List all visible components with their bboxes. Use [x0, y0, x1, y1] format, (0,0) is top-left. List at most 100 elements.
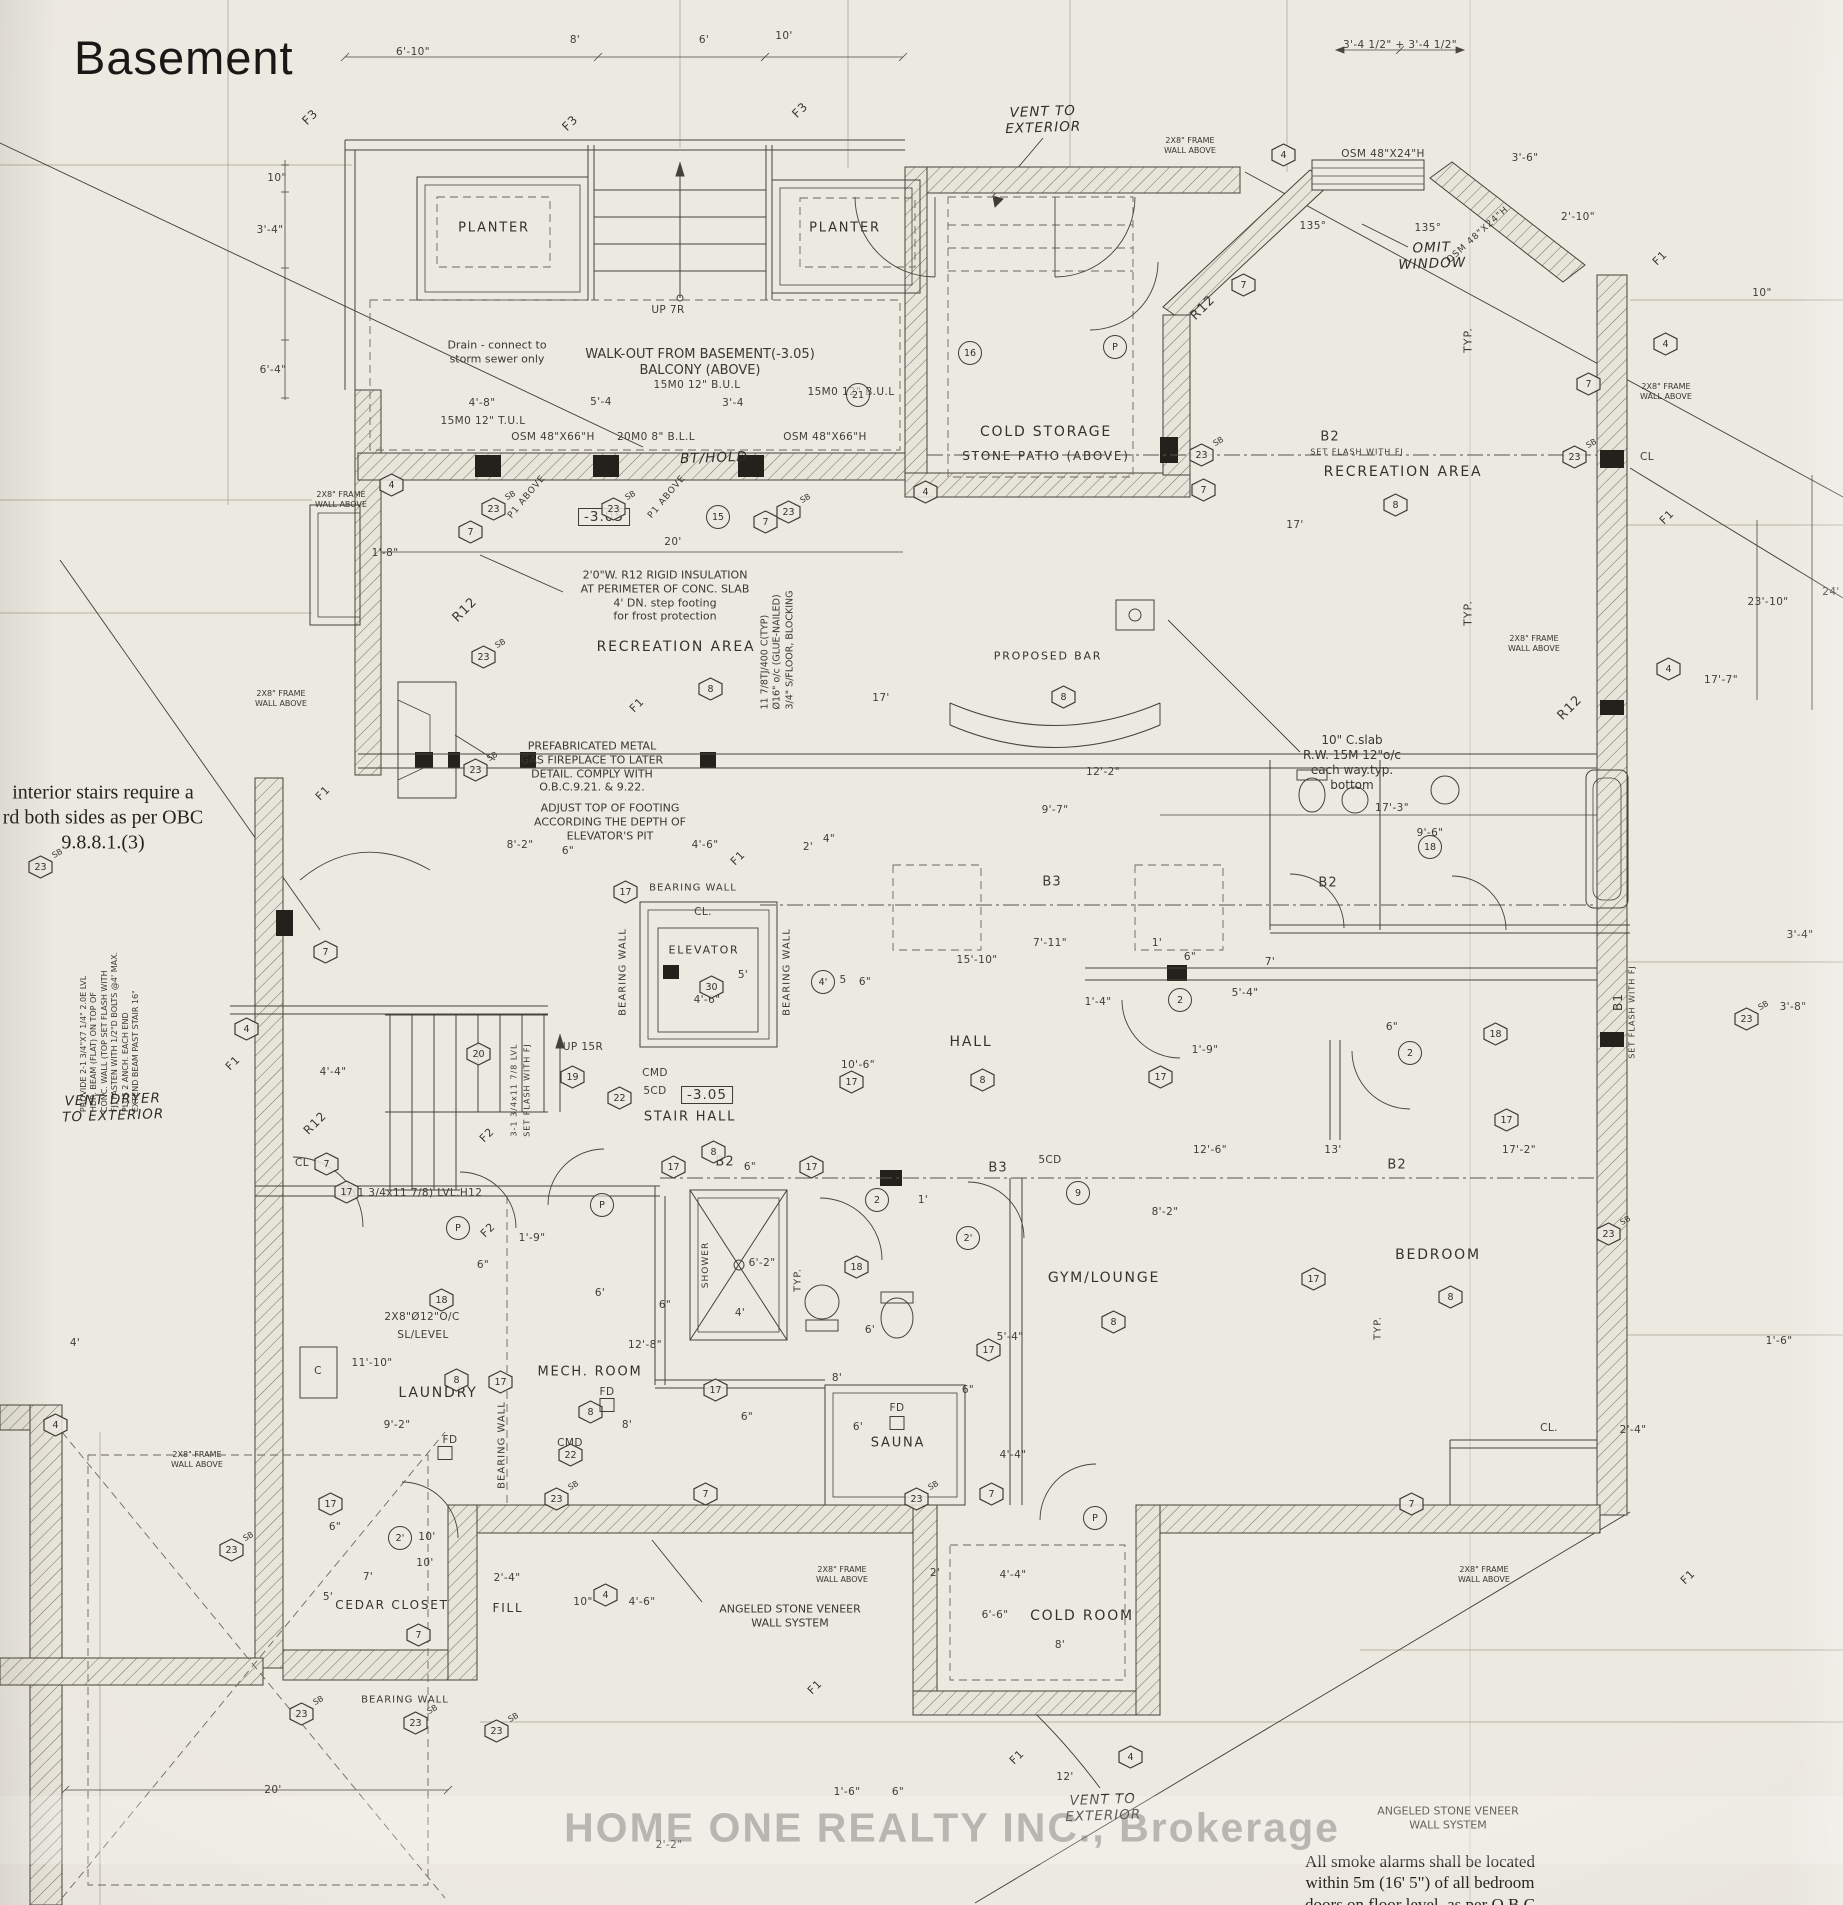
dim-label: 17': [1286, 519, 1304, 531]
circle-marker: P: [590, 1193, 614, 1217]
dim-label: 4": [822, 833, 836, 845]
circle-marker: 2': [956, 1226, 980, 1250]
tag-label: 3-1 3/4x11 7/8 LVL: [509, 1043, 519, 1137]
tag-label: B2: [1320, 429, 1340, 445]
tag-label: TYP.: [1461, 600, 1475, 626]
dimension-lines: [60, 45, 1813, 1795]
dim-label: 2-(1 3/4x11 7/8) LVL.H12: [341, 1187, 483, 1199]
dim-label: 8'-2": [506, 839, 534, 851]
tag-label: TYP.: [1461, 327, 1475, 353]
dim-label: 2'-10": [1561, 211, 1595, 223]
dim-label: 15'-10": [956, 954, 998, 966]
room-label: COLD ROOM: [1030, 1608, 1134, 1624]
dim-label: 7': [362, 1571, 374, 1583]
dim-label: 1'-9": [518, 1232, 546, 1244]
fixtures: [689, 599, 1629, 1341]
dim-label: 6": [858, 976, 872, 988]
watermark: HOME ONE REALTY INC., Brokerage: [564, 1804, 1340, 1851]
dim-label: 4'-8": [468, 397, 496, 409]
dim-label: 17'-7": [1704, 674, 1738, 686]
dim-label: 6'-2": [748, 1257, 776, 1269]
dim-label: 6": [658, 1299, 672, 1311]
dim-label: FD: [599, 1386, 615, 1398]
circle-marker: 15: [706, 505, 730, 529]
dim-label: CMD: [642, 1067, 668, 1079]
tag-label: B3: [988, 1160, 1008, 1176]
room-label: HALL: [949, 1034, 993, 1050]
tag-label: TYP.: [792, 1268, 804, 1292]
dim-label: 23'-10": [1747, 596, 1789, 608]
dim-label: 9'-2": [383, 1419, 411, 1431]
dim-label: 1'-4": [1084, 996, 1112, 1008]
dim-label: 5CD: [1038, 1154, 1062, 1166]
dim-label: OSM 48"X66"H: [511, 431, 595, 443]
dim-label: 3'-4 1/2" + 3'-4 1/2": [1342, 39, 1458, 51]
dim-label: 6": [740, 1411, 754, 1423]
dim-label: 8': [831, 1372, 843, 1384]
dim-label: 3'-4": [256, 224, 284, 236]
dim-label: 20': [264, 1784, 282, 1796]
circle-marker: 18: [1418, 835, 1442, 859]
dim-label: 135°: [1414, 222, 1442, 234]
tag-label: BEARING WALL: [496, 1401, 508, 1489]
dim-label: 7'-11": [1033, 937, 1067, 949]
dim-label: 6": [743, 1161, 757, 1173]
tag-label: BEARING WALL: [781, 928, 793, 1016]
dim-label: 8'-2": [1151, 1206, 1179, 1218]
dim-label: 6': [698, 34, 710, 46]
dim-label: 1': [1151, 937, 1163, 949]
dim-label: 15M0 12" T.U.L: [440, 415, 526, 427]
dim-label: 2'-4": [1619, 1424, 1647, 1436]
dim-label: 2': [802, 841, 814, 853]
note-text: WALK-OUT FROM BASEMENT(-3.05)BALCONY (AB…: [585, 346, 815, 378]
circle-marker: 4': [811, 970, 835, 994]
dim-label: 3'-6": [1511, 152, 1539, 164]
circle-marker: 2: [1398, 1041, 1422, 1065]
dim-label: 8': [569, 34, 581, 46]
dim-label: 10': [416, 1557, 434, 1569]
dim-label: 17': [872, 692, 890, 704]
dim-label: 24': [1822, 586, 1840, 598]
dim-label: 20': [664, 536, 682, 548]
tag-label: B2: [1318, 875, 1338, 891]
dim-label: UP 7R: [651, 304, 685, 316]
room-label: PLANTER: [809, 220, 881, 236]
dim-label: 2'-2": [655, 1839, 683, 1851]
stairs-top: [587, 145, 773, 302]
dim-label: 6": [891, 1786, 905, 1798]
dim-label: 6": [961, 1384, 975, 1396]
dim-label: SL/LEVEL: [397, 1329, 449, 1341]
dim-label: 5: [839, 974, 847, 986]
circle-marker: 2: [1168, 988, 1192, 1012]
dim-label: 4': [734, 1307, 746, 1319]
outer-walls: [0, 139, 1628, 1905]
dim-label: C: [314, 1365, 322, 1377]
dim-label: 5'-4": [996, 1331, 1024, 1343]
dashed-lines: [61, 196, 1597, 1899]
tag-label: B3: [1042, 874, 1062, 890]
dim-label: 1'-6": [833, 1786, 861, 1798]
dim-label: 17'-2": [1502, 1144, 1536, 1156]
dim-label: 5'-4": [1231, 987, 1259, 999]
dim-label: 4'-4": [999, 1569, 1027, 1581]
dim-label: 10': [418, 1531, 436, 1543]
dim-label: 4'-6": [691, 839, 719, 851]
tag-label: BEARING WALL: [617, 928, 629, 1016]
dim-label: 3'-4": [1786, 929, 1814, 941]
dim-label: CL: [295, 1157, 309, 1169]
dim-label: 6": [476, 1259, 490, 1271]
circle-marker: P: [1083, 1506, 1107, 1530]
room-label: CEDAR CLOSET: [335, 1598, 449, 1612]
dim-label: CL.: [1540, 1422, 1558, 1434]
dim-label: 6": [1385, 1021, 1399, 1033]
dim-label: UP 15R: [562, 1041, 604, 1053]
room-label: PLANTER: [458, 220, 530, 236]
room-label: MECH. ROOM: [537, 1364, 643, 1380]
room-label: RECREATION AREA: [596, 639, 756, 655]
dim-label: 5CD: [643, 1085, 667, 1097]
dim-label: 1'-9": [1191, 1044, 1219, 1056]
